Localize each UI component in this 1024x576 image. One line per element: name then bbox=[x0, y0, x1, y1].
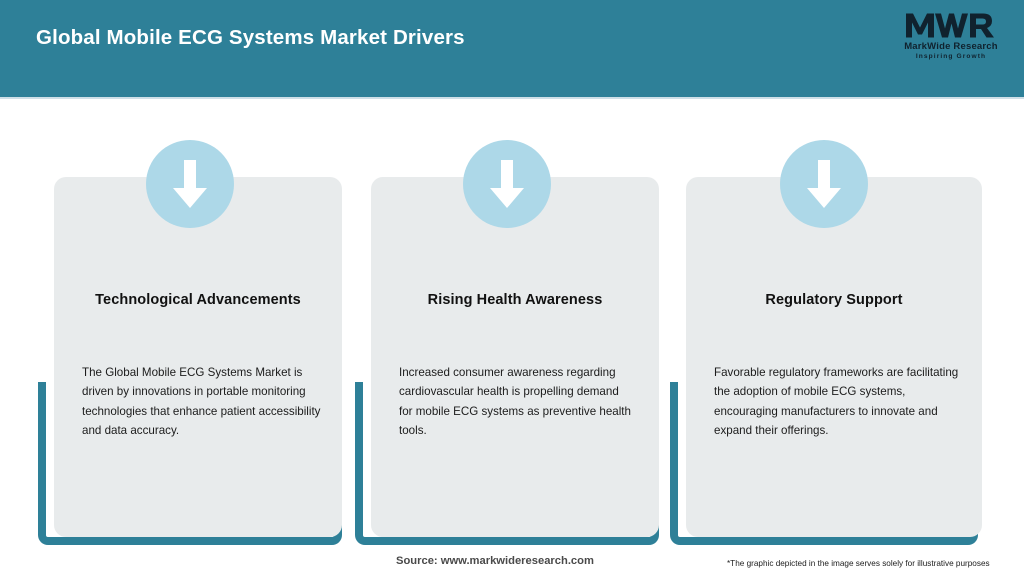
arrow-down-icon bbox=[780, 140, 868, 228]
card-panel: Technological Advancements The Global Mo… bbox=[54, 177, 342, 537]
card-body-text: Increased consumer awareness regarding c… bbox=[399, 366, 631, 438]
arrow-down-icon bbox=[463, 140, 551, 228]
mwr-wordmark-icon bbox=[906, 13, 994, 38]
page-title: Global Mobile ECG Systems Market Drivers bbox=[36, 26, 465, 49]
card-body-text: The Global Mobile ECG Systems Market is … bbox=[82, 366, 321, 438]
card-title: Rising Health Awareness bbox=[427, 292, 603, 308]
logo-company-name: MarkWide Research bbox=[904, 41, 998, 52]
header-divider bbox=[0, 97, 1024, 99]
card-title: Regulatory Support bbox=[765, 292, 903, 308]
arrow-down-glyph bbox=[807, 160, 841, 208]
header-bar: Global Mobile ECG Systems Market Drivers… bbox=[0, 0, 1024, 97]
card-title: Technological Advancements bbox=[95, 292, 301, 308]
arrow-down-icon bbox=[146, 140, 234, 228]
card-body-text: Favorable regulatory frameworks are faci… bbox=[714, 366, 959, 438]
source-label: Source: www.markwideresearch.com bbox=[396, 555, 594, 567]
disclaimer-note: *The graphic depicted in the image serve… bbox=[727, 559, 990, 568]
arrow-down-glyph bbox=[490, 160, 524, 208]
card-panel: Rising Health Awareness Increased consum… bbox=[371, 177, 659, 537]
card-panel: Regulatory Support Favorable regulatory … bbox=[686, 177, 982, 537]
arrow-down-glyph bbox=[173, 160, 207, 208]
logo-tagline: Inspiring Growth bbox=[915, 53, 987, 60]
markwide-research-logo: MarkWide Research Inspiring Growth bbox=[896, 10, 1006, 66]
